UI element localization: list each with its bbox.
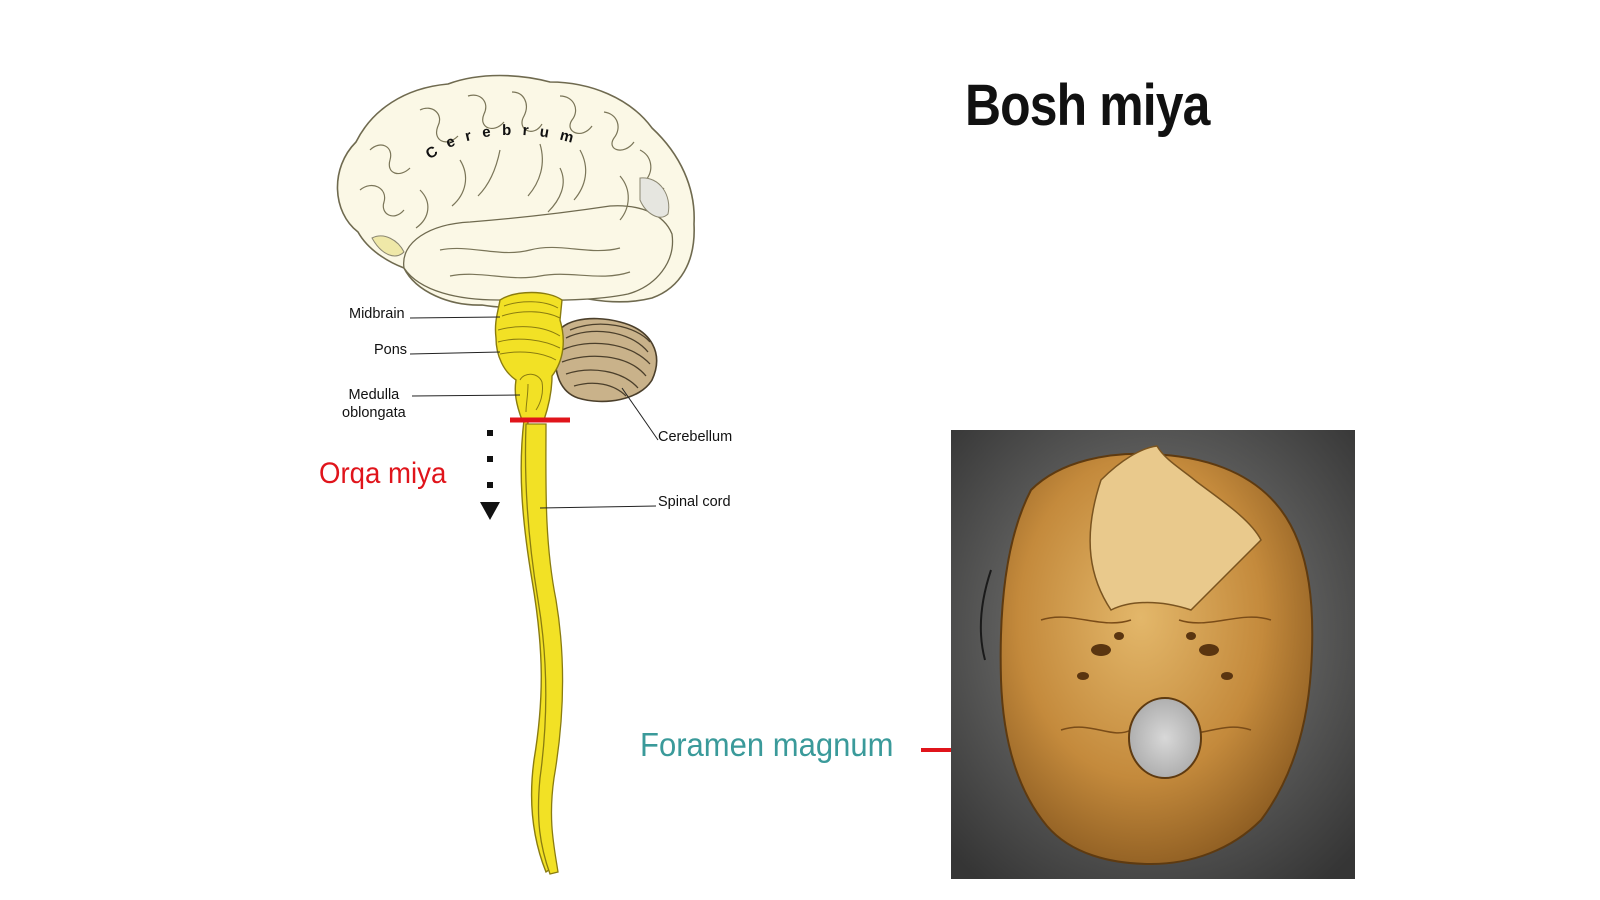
medulla-label-line2: oblongata bbox=[342, 405, 406, 421]
brainstem bbox=[494, 291, 564, 421]
medulla-label-line1: Medulla bbox=[348, 387, 400, 403]
skull-base-photo bbox=[951, 430, 1355, 879]
pons-label: Pons bbox=[374, 342, 408, 358]
cerebrum bbox=[336, 74, 695, 308]
foramen-magnum-label: Foramen magnum bbox=[640, 726, 894, 763]
midbrain-label: Midbrain bbox=[349, 306, 405, 322]
slide-title: Bosh miya bbox=[965, 73, 1210, 138]
medulla-oblongata-label: Medulla oblongata bbox=[342, 386, 406, 422]
cerebellum-label: Cerebellum bbox=[658, 429, 733, 445]
leader-lines bbox=[409, 316, 659, 509]
spinal-cord-label: Spinal cord bbox=[658, 494, 731, 510]
cerebellum bbox=[554, 317, 658, 403]
orqa-miya-label: Orqa miya bbox=[319, 457, 447, 490]
foramen-magnum-hole bbox=[1128, 697, 1202, 779]
down-arrow-icon bbox=[480, 430, 500, 520]
